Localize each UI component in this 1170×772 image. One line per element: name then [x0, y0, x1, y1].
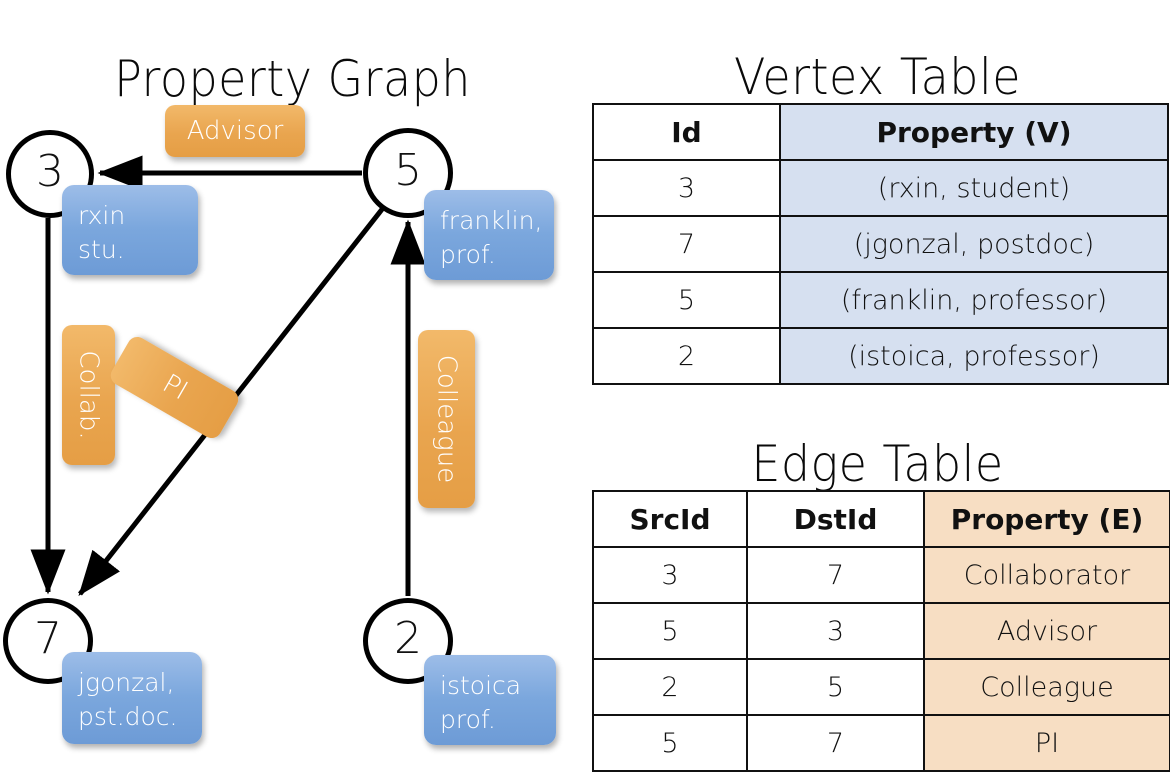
page-title-edge-table: Edge Table — [751, 434, 1004, 493]
edge-table-cell-dstid: 7 — [746, 714, 925, 772]
vertex-property-box-franklin[interactable]: franklin, prof. — [424, 190, 554, 280]
edge-table-cell-property: Advisor — [923, 602, 1170, 660]
page-title-vertex-table: Vertex Table — [734, 47, 1021, 106]
property-graph-panel: Property Graph 3 5 7 2 rxin stu. frankli… — [0, 0, 585, 760]
vertex-table-cell-property: (jgonzal, postdoc) — [779, 215, 1169, 273]
edge-label-colleague[interactable]: Colleague — [418, 330, 475, 508]
vertex-table-cell-id: 2 — [592, 327, 781, 385]
vertex-property-istoica-line2: prof. — [440, 704, 496, 734]
vertex-table-cell-property: (istoica, professor) — [779, 327, 1169, 385]
edge-table: SrcId DstId Property (E) 3 7 Collaborato… — [592, 490, 1170, 772]
vertex-property-franklin-line1: franklin, — [440, 206, 543, 235]
vertex-table-cell-property: (franklin, professor) — [779, 271, 1169, 329]
graph-node-7-label: 7 — [34, 613, 62, 664]
edge-table-cell-property: PI — [923, 714, 1170, 772]
edge-table-header-srcid: SrcId — [592, 490, 748, 548]
vertex-property-rxin-line1: rxin — [78, 201, 126, 230]
vertex-table-header-property: Property (V) — [779, 103, 1169, 161]
table-row[interactable]: 5 7 PI — [592, 714, 1170, 772]
vertex-property-box-istoica[interactable]: istoica prof. — [424, 655, 556, 745]
vertex-property-jgonzal-line2: pst.doc. — [78, 701, 178, 731]
edge-table-cell-property: Colleague — [923, 658, 1170, 716]
edge-table-cell-dstid: 5 — [746, 658, 925, 716]
vertex-property-franklin-line2: prof. — [440, 239, 496, 269]
vertex-table-header-id: Id — [592, 103, 781, 161]
edge-table-cell-dstid: 3 — [746, 602, 925, 660]
edge-label-advisor[interactable]: Advisor — [165, 105, 305, 157]
edge-table-cell-srcid: 5 — [592, 714, 748, 772]
vertex-table-cell-id: 5 — [592, 271, 781, 329]
table-row[interactable]: 3 (rxin, student) — [592, 159, 1169, 217]
edge-table-cell-property: Collaborator — [923, 546, 1170, 604]
page-title-property-graph: Property Graph — [114, 49, 471, 108]
vertex-table-cell-id: 7 — [592, 215, 781, 273]
vertex-table-cell-id: 3 — [592, 159, 781, 217]
edge-table-cell-srcid: 5 — [592, 602, 748, 660]
edge-label-advisor-text: Advisor — [186, 116, 284, 146]
vertex-property-rxin-line2: stu. — [78, 234, 125, 264]
vertex-property-box-rxin[interactable]: rxin stu. — [62, 185, 198, 275]
table-row[interactable]: 5 (franklin, professor) — [592, 271, 1169, 329]
vertex-property-istoica-line1: istoica — [440, 671, 522, 700]
edge-table-header-row: SrcId DstId Property (E) — [592, 490, 1170, 548]
vertex-property-jgonzal-line1: jgonzal, — [78, 668, 175, 697]
graph-node-5[interactable]: 5 — [363, 128, 453, 218]
edge-label-pi-text: PI — [156, 368, 193, 407]
table-row[interactable]: 2 5 Colleague — [592, 658, 1170, 716]
edge-table-header-property: Property (E) — [923, 490, 1170, 548]
edge-label-colleague-text: Colleague — [431, 354, 462, 484]
graph-node-5-label: 5 — [394, 145, 422, 196]
vertex-table: Id Property (V) 3 (rxin, student) 7 (jgo… — [592, 103, 1169, 385]
table-row[interactable]: 5 3 Advisor — [592, 602, 1170, 660]
edge-table-cell-srcid: 2 — [592, 658, 748, 716]
edge-table-cell-dstid: 7 — [746, 546, 925, 604]
vertex-property-box-jgonzal[interactable]: jgonzal, pst.doc. — [62, 652, 202, 744]
edge-table-header-dstid: DstId — [746, 490, 925, 548]
vertex-table-header-row: Id Property (V) — [592, 103, 1169, 161]
vertex-table-cell-property: (rxin, student) — [779, 159, 1169, 217]
edge-label-collab-text: Collab. — [73, 350, 104, 440]
table-row[interactable]: 3 7 Collaborator — [592, 546, 1170, 604]
table-row[interactable]: 2 (istoica, professor) — [592, 327, 1169, 385]
graph-node-3-label: 3 — [36, 146, 64, 197]
graph-node-2[interactable]: 2 — [363, 598, 453, 684]
table-row[interactable]: 7 (jgonzal, postdoc) — [592, 215, 1169, 273]
edge-label-collab[interactable]: Collab. — [62, 325, 115, 465]
graph-node-2-label: 2 — [394, 613, 422, 664]
edge-table-cell-srcid: 3 — [592, 546, 748, 604]
